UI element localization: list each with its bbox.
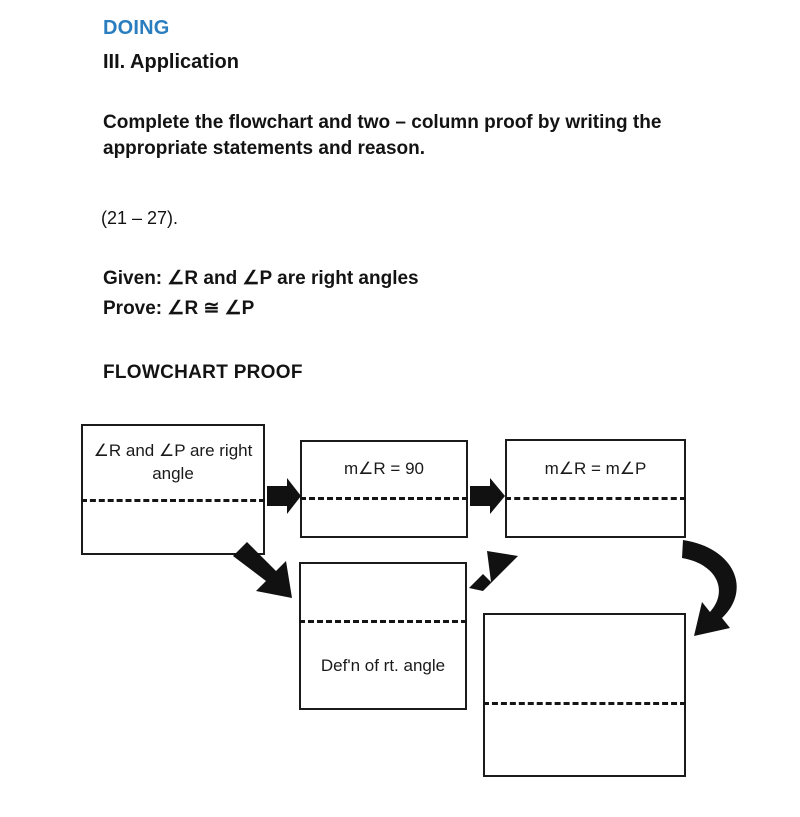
instruction-text: Complete the flowchart and two – column … [103, 112, 662, 160]
flowchart-box-1-divider [81, 499, 265, 502]
flowchart-box-3-statement[interactable]: m∠R = m∠P [544, 458, 647, 478]
flowchart-box-5-reason[interactable] [485, 702, 684, 779]
flowchart-box-1[interactable]: ∠R and ∠P are right angle [81, 424, 265, 555]
arrow-box1-to-box2-icon [267, 478, 301, 514]
arrow-box4-to-box3-icon [469, 551, 518, 591]
prove-statement: Prove: ∠R ≅ ∠P [103, 298, 255, 319]
flowchart-box-3-reason[interactable] [507, 497, 684, 540]
flowchart-box-4[interactable]: Def'n of rt. angle [299, 562, 467, 710]
given-statement: Given: ∠R and ∠P are right angles [103, 268, 419, 289]
doing-heading: DOING [103, 17, 170, 39]
arrow-box2-to-box3-icon [470, 478, 505, 514]
flowchart-box-1-reason[interactable] [83, 499, 263, 557]
section-title: III. Application [103, 51, 239, 73]
flowchart-box-2[interactable]: m∠R = 90 [300, 440, 468, 538]
flowchart-box-1-statement[interactable]: ∠R and ∠P are right angle [93, 440, 253, 483]
arrow-box3-to-box5-icon [682, 540, 737, 636]
item-range-text: (21 – 27). [101, 208, 179, 228]
flowchart-box-4-divider [299, 620, 467, 623]
flowchart-box-3[interactable]: m∠R = m∠P [505, 439, 686, 538]
flowchart-proof-label: FLOWCHART PROOF [103, 362, 303, 383]
flowchart-box-2-statement[interactable]: m∠R = 90 [344, 459, 424, 479]
flowchart-box-5-divider [483, 702, 686, 705]
flowchart-box-3-divider [505, 497, 686, 500]
flowchart-box-4-statement[interactable] [301, 564, 465, 620]
flowchart-box-5-statement[interactable] [485, 615, 684, 702]
flowchart-box-5[interactable] [483, 613, 686, 777]
flowchart-box-2-divider [300, 497, 468, 500]
flowchart-box-2-reason[interactable] [302, 497, 466, 540]
flowchart-box-4-reason[interactable]: Def'n of rt. angle [320, 655, 446, 675]
